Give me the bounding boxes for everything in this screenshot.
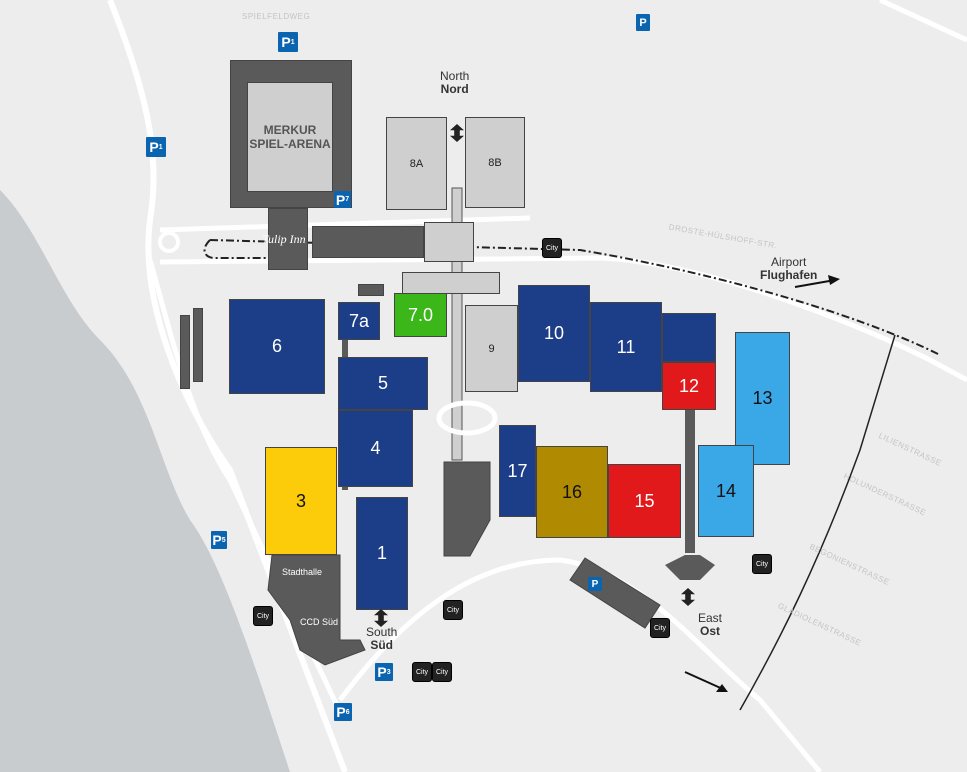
rail-loop: [203, 239, 300, 259]
hall-8a[interactable]: 8A: [386, 117, 447, 210]
roundabout: [158, 231, 180, 253]
parking-garage-east: [569, 557, 661, 629]
hall-14[interactable]: 14: [698, 445, 754, 537]
hall-17[interactable]: 17: [499, 425, 536, 517]
small-building: [358, 284, 384, 296]
hall-4[interactable]: 4: [338, 410, 413, 487]
arena-inner[interactable]: MERKUR SPIEL-ARENA: [247, 82, 333, 192]
hotel-logo: Tulip Inn: [262, 232, 306, 246]
hall-7-0[interactable]: 7.0: [394, 293, 447, 337]
north-row-building: [312, 226, 424, 258]
north-foyer: [424, 222, 474, 262]
west-strip: [193, 308, 203, 382]
hall-9[interactable]: 9: [465, 305, 518, 392]
foyer-7: [402, 272, 500, 294]
stadthalle-shape: [267, 554, 366, 666]
bus-stop-icon[interactable]: City: [253, 606, 273, 626]
stadthalle-label: Stadthalle: [282, 567, 323, 577]
street-label: SPIELFELDWEG: [242, 12, 311, 21]
connector: [451, 187, 463, 461]
double-arrow-icon: [374, 609, 388, 627]
hall-1[interactable]: 1: [356, 497, 408, 610]
hall-12-upper: [662, 313, 716, 362]
east-hub: [665, 555, 715, 580]
arena-label: MERKUR SPIEL-ARENA: [249, 123, 331, 151]
ccd-sued-label: CCD Süd: [300, 617, 339, 627]
water: [0, 190, 290, 772]
bus-stop-icon[interactable]: City: [650, 618, 670, 638]
hall-13[interactable]: 13: [735, 332, 790, 465]
site-boundary: [739, 334, 896, 711]
arrow-east: [684, 671, 726, 691]
connector: [685, 408, 695, 553]
hall-6[interactable]: 6: [229, 299, 325, 394]
bus-stop-icon[interactable]: City: [542, 238, 562, 258]
double-arrow-icon: [681, 588, 695, 606]
hall-12[interactable]: 12: [662, 362, 716, 410]
bus-stop-icon[interactable]: City: [752, 554, 772, 574]
hall-16[interactable]: 16: [536, 446, 608, 538]
hall-10[interactable]: 10: [518, 285, 590, 382]
hall-3[interactable]: 3: [265, 447, 337, 555]
bus-stop-icon[interactable]: City: [412, 662, 432, 682]
hall-11[interactable]: 11: [590, 302, 662, 392]
plaza: [436, 400, 498, 436]
north-road: [159, 215, 967, 383]
hotel-building[interactable]: [268, 208, 308, 270]
hall-5[interactable]: 5: [338, 357, 428, 410]
central-building: [443, 461, 491, 557]
hall-15[interactable]: 15: [608, 464, 681, 538]
double-arrow-icon: [450, 124, 464, 142]
rail-line: [209, 239, 941, 356]
hall-7a[interactable]: 7a: [338, 302, 380, 340]
bus-stop-icon[interactable]: City: [443, 600, 463, 620]
west-strip: [180, 315, 190, 389]
ring-road: [338, 557, 822, 772]
arrow-airport: [794, 279, 836, 288]
bus-stop-icon[interactable]: City: [432, 662, 452, 682]
top-right-road: [878, 0, 967, 43]
parking-east[interactable]: P: [588, 577, 602, 591]
parking-top-right[interactable]: P: [636, 14, 650, 31]
hall-8b[interactable]: 8B: [465, 117, 525, 208]
